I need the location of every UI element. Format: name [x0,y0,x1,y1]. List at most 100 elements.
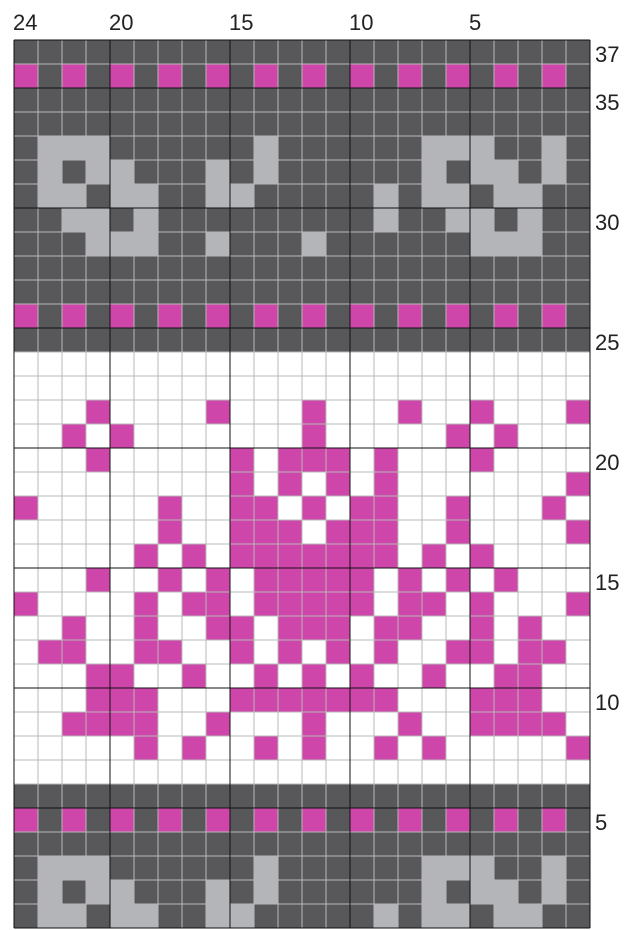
chart-cell-white [14,544,38,568]
chart-cell-dark-gray [14,328,38,352]
chart-cell-pink [350,664,374,688]
chart-cell-white [422,520,446,544]
chart-cell-dark-gray [86,904,110,928]
chart-cell-dark-gray [470,808,494,832]
chart-cell-white [206,472,230,496]
chart-cell-pink [302,664,326,688]
chart-cell-light-gray [254,160,278,184]
chart-cell-dark-gray [230,232,254,256]
chart-cell-dark-gray [182,184,206,208]
chart-cell-white [110,592,134,616]
chart-cell-pink [206,592,230,616]
chart-cell-dark-gray [278,328,302,352]
chart-cell-pink [158,640,182,664]
chart-cell-pink [470,400,494,424]
chart-cell-dark-gray [326,904,350,928]
chart-cell-dark-gray [278,280,302,304]
chart-cell-pink [542,640,566,664]
chart-cell-light-gray [134,184,158,208]
chart-cell-white [278,496,302,520]
chart-cell-white [470,736,494,760]
chart-cell-pink [206,568,230,592]
chart-cell-white [38,520,62,544]
chart-cell-pink [566,736,590,760]
chart-cell-pink [494,808,518,832]
chart-cell-dark-gray [566,904,590,928]
chart-cell-pink [86,664,110,688]
chart-cell-dark-gray [230,208,254,232]
chart-cell-dark-gray [134,784,158,808]
chart-cell-light-gray [518,904,542,928]
chart-cell-white [422,712,446,736]
chart-cell-white [158,400,182,424]
chart-cell-white [518,424,542,448]
chart-cell-dark-gray [158,328,182,352]
chart-cell-white [38,376,62,400]
chart-cell-white [302,472,326,496]
chart-cell-dark-gray [494,40,518,64]
chart-cell-light-gray [494,184,518,208]
chart-cell-pink [302,496,326,520]
chart-cell-dark-gray [494,856,518,880]
chart-cell-pink [350,592,374,616]
chart-cell-dark-gray [350,208,374,232]
chart-cell-dark-gray [398,232,422,256]
chart-cell-dark-gray [134,808,158,832]
chart-cell-white [38,400,62,424]
row-label: 10 [595,690,619,715]
chart-cell-white [326,760,350,784]
chart-cell-white [206,496,230,520]
chart-cell-dark-gray [326,880,350,904]
chart-cell-dark-gray [398,256,422,280]
chart-cell-dark-gray [446,832,470,856]
chart-cell-white [14,712,38,736]
chart-cell-dark-gray [38,808,62,832]
chart-cell-pink [254,736,278,760]
chart-cell-white [446,376,470,400]
chart-cell-pink [398,64,422,88]
chart-cell-pink [326,616,350,640]
column-label: 15 [229,10,253,35]
chart-cell-dark-gray [278,64,302,88]
chart-cell-white [350,472,374,496]
chart-cell-white [38,712,62,736]
chart-cell-white [110,760,134,784]
chart-cell-white [398,520,422,544]
chart-cell-dark-gray [182,328,206,352]
chart-cell-dark-gray [230,40,254,64]
chart-cell-dark-gray [134,304,158,328]
chart-cell-dark-gray [518,832,542,856]
chart-cell-dark-gray [62,784,86,808]
chart-cell-white [518,520,542,544]
chart-cell-white [158,424,182,448]
chart-cell-dark-gray [542,328,566,352]
chart-cell-dark-gray [350,784,374,808]
chart-cell-dark-gray [278,232,302,256]
chart-cell-dark-gray [518,784,542,808]
chart-cell-pink [350,688,374,712]
chart-cell-pink [62,640,86,664]
chart-cell-pink [254,568,278,592]
chart-cell-pink [446,304,470,328]
chart-cell-pink [422,736,446,760]
chart-cell-light-gray [86,880,110,904]
chart-cell-pink [374,448,398,472]
chart-cell-light-gray [494,880,518,904]
chart-cell-light-gray [110,160,134,184]
chart-cell-white [86,352,110,376]
chart-cell-white [494,616,518,640]
chart-cell-dark-gray [302,880,326,904]
chart-cell-dark-gray [470,40,494,64]
chart-cell-white [398,472,422,496]
chart-cell-white [86,376,110,400]
chart-cell-white [158,736,182,760]
chart-cell-pink [302,616,326,640]
chart-cell-dark-gray [86,64,110,88]
chart-cell-white [62,568,86,592]
chart-cell-dark-gray [278,40,302,64]
chart-cell-dark-gray [110,856,134,880]
chart-cell-white [182,688,206,712]
chart-cell-white [206,664,230,688]
chart-cell-pink [14,496,38,520]
chart-cell-dark-gray [542,184,566,208]
